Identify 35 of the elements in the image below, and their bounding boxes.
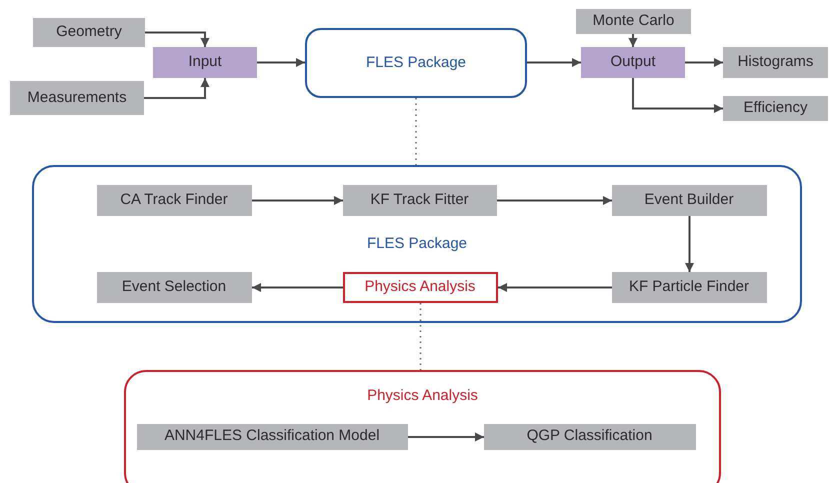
dotted-connector bbox=[420, 303, 422, 370]
panel-title: Physics Analysis bbox=[367, 387, 478, 404]
process-box: Monte Carlo bbox=[576, 9, 691, 34]
arrow bbox=[252, 196, 343, 205]
process-box: Histograms bbox=[723, 47, 828, 78]
package-box: FLES Package bbox=[305, 28, 527, 98]
arrow bbox=[527, 58, 581, 67]
process-box: Event Selection bbox=[96, 272, 252, 302]
arrow bbox=[628, 34, 638, 47]
arrow bbox=[408, 432, 484, 442]
process-box: KF Particle Finder bbox=[612, 272, 766, 302]
io-box: Output bbox=[581, 47, 685, 78]
process-box: Event Builder bbox=[612, 184, 766, 216]
process-box: KF Track Fitter bbox=[342, 184, 496, 216]
arrow bbox=[257, 58, 305, 67]
arrow bbox=[685, 58, 723, 67]
process-box: Geometry bbox=[33, 18, 145, 47]
arrow bbox=[685, 216, 694, 272]
process-box: ANN4FLES Classification Model bbox=[136, 424, 408, 450]
dotted-connector bbox=[415, 98, 417, 165]
process-box: QGP Classification bbox=[484, 424, 696, 450]
highlighted-box: Physics Analysis bbox=[342, 272, 498, 302]
arrow bbox=[497, 196, 612, 205]
arrow bbox=[498, 283, 612, 292]
process-box: CA Track Finder bbox=[96, 184, 252, 216]
process-box: Measurements bbox=[10, 81, 144, 115]
panel-title: FLES Package bbox=[366, 235, 468, 252]
process-box: Efficiency bbox=[723, 96, 828, 121]
io-box: Input bbox=[153, 47, 257, 78]
analysis-panel bbox=[124, 370, 721, 483]
arrow bbox=[632, 78, 723, 113]
arrow bbox=[144, 78, 210, 99]
arrow bbox=[145, 32, 210, 47]
arrow bbox=[252, 283, 343, 292]
package-panel bbox=[32, 165, 802, 323]
